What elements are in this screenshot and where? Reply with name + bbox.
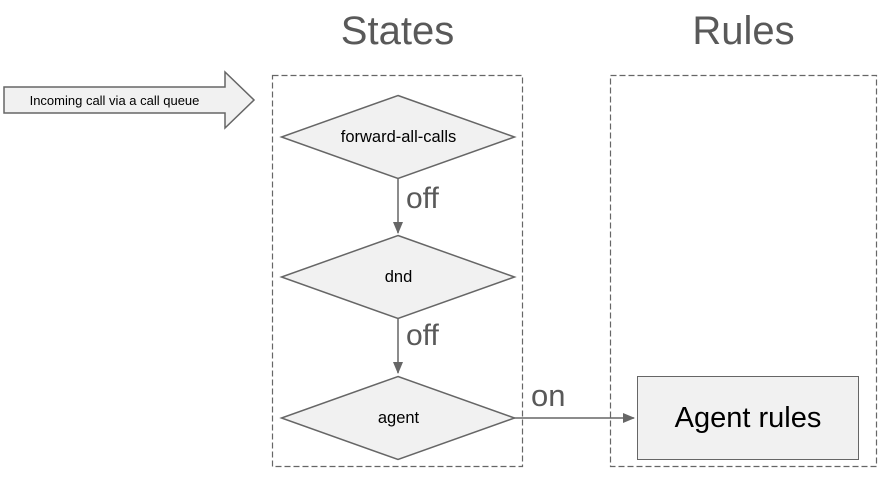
incoming-call-arrow-shape [3,70,256,130]
incoming-call-label: Incoming call via a call queue [29,92,200,108]
state-diamond-agent [279,375,517,461]
state-diamond-dnd [279,234,517,320]
edge-label-off-forward-all-calls: off [406,182,439,215]
agent-rules-label: Agent rules [674,401,822,434]
rules-column-title: Rules [692,9,795,53]
state-label-dnd: dnd [384,267,413,286]
edge-label-on-agent: on [531,378,566,413]
rules-dashed-box [609,74,878,468]
state-label-forward-all-calls: forward-all-calls [340,127,457,146]
agent-rules-box: Agent rules [637,376,859,460]
edge-label-off-dnd: off [406,319,439,352]
states-column-title: States [340,9,455,53]
state-label-agent: agent [377,408,420,427]
state-diamond-forward-all-calls [279,94,517,180]
states-dashed-box [271,74,524,468]
